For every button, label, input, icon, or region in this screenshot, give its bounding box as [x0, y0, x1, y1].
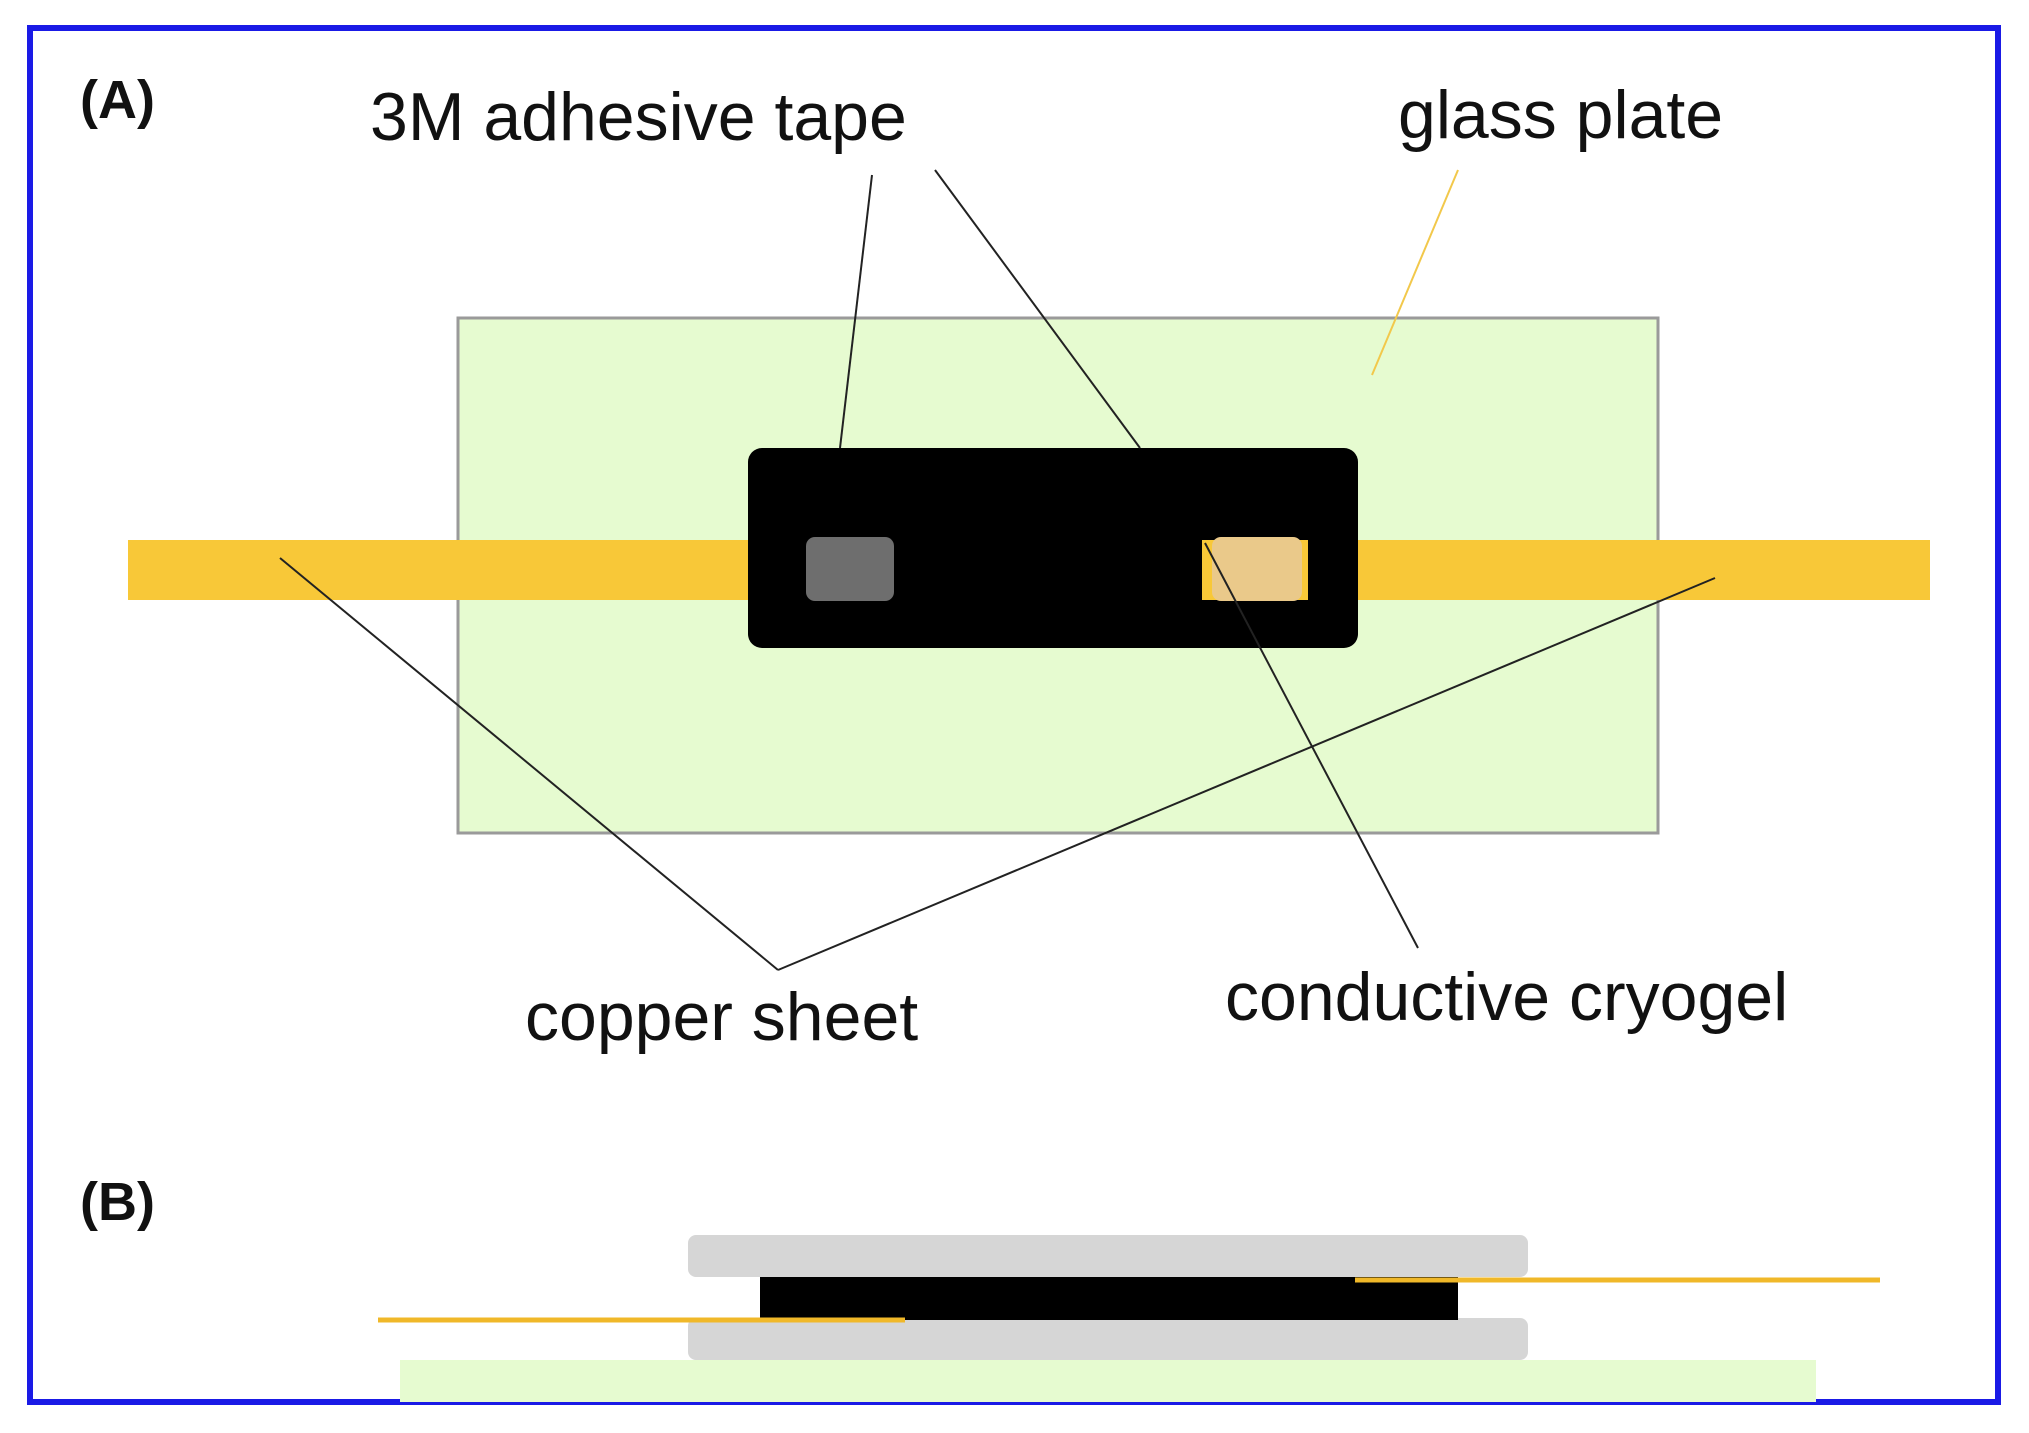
label-glass-plate: glass plate — [1398, 77, 1723, 153]
copper-sheet-right — [1308, 540, 1930, 600]
leader-copper-left — [279, 557, 779, 971]
cryogel-left — [806, 537, 894, 601]
leader-tape-left — [839, 174, 873, 449]
copper-sheet-left — [128, 540, 748, 600]
cross-tape-layer — [760, 1277, 1458, 1320]
cross-glass-plate — [400, 1360, 1816, 1402]
label-conductive-cryogel: conductive cryogel — [1225, 959, 1788, 1035]
leader-glass — [1371, 169, 1459, 376]
cross-top-plate — [688, 1235, 1528, 1277]
panel-label-a: (A) — [80, 70, 155, 130]
leader-cryogel — [1204, 542, 1419, 949]
label-adhesive-tape: 3M adhesive tape — [370, 79, 907, 155]
leader-tape-right — [934, 169, 1141, 449]
cross-bottom-plate — [688, 1318, 1528, 1360]
panel-label-b: (B) — [80, 1172, 155, 1232]
leader-copper-right — [777, 577, 1716, 971]
label-copper-sheet: copper sheet — [525, 979, 918, 1055]
cryogel-right — [1212, 537, 1302, 601]
